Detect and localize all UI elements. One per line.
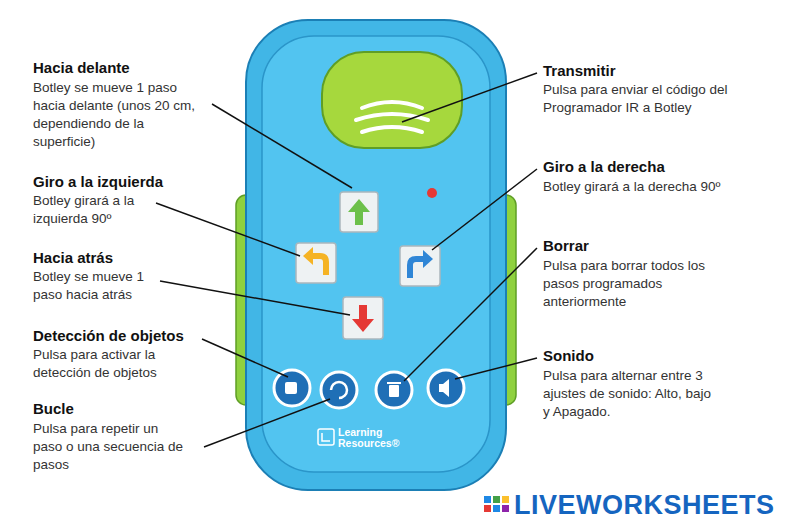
loop-icon bbox=[331, 382, 347, 398]
watermark-icon bbox=[484, 505, 491, 512]
leader-line bbox=[432, 169, 537, 250]
callout-text: Pulsa para borrar todos los pasos progra… bbox=[543, 257, 711, 311]
right-arrow-head bbox=[423, 250, 433, 268]
callout-text: Pulsa para activar la detección de objet… bbox=[33, 346, 193, 382]
back-button bbox=[343, 297, 383, 339]
callout-heading: Borrar bbox=[543, 237, 589, 255]
sound-button bbox=[428, 370, 464, 406]
callout-heading: Giro a la derecha bbox=[543, 158, 665, 176]
callout-text: Botley girará a la derecha 90º bbox=[543, 178, 783, 196]
watermark: LIVEWORKSHEETS bbox=[514, 490, 775, 520]
led bbox=[427, 188, 437, 198]
callout-text: Botley se mueve 1 paso hacia atrás bbox=[33, 268, 165, 304]
callout-heading: Hacia delante bbox=[33, 59, 130, 77]
leader-line bbox=[212, 104, 352, 188]
callout-heading: Sonido bbox=[543, 347, 594, 365]
forward-arrow bbox=[348, 199, 370, 225]
right-arrow bbox=[410, 259, 424, 278]
transmit-button bbox=[322, 52, 462, 148]
object-detection-button bbox=[274, 370, 310, 406]
callout-text: Pulsa para alternar entre 3 ajustes de s… bbox=[543, 367, 718, 421]
trash-icon bbox=[389, 385, 399, 397]
watermark-icon bbox=[484, 496, 491, 503]
loop-button bbox=[321, 372, 357, 408]
callout-text: Botley se mueve 1 paso hacia delante (un… bbox=[33, 79, 201, 151]
leader-line bbox=[404, 248, 537, 381]
leader-line bbox=[455, 358, 537, 379]
callout-heading: Hacia atrás bbox=[33, 249, 113, 267]
leader-line bbox=[402, 73, 537, 122]
callout-heading: Transmitir bbox=[543, 62, 616, 80]
logo-mark bbox=[322, 433, 330, 441]
left-arrow bbox=[312, 256, 326, 275]
callout-text: Botley girará a la izquierda 90º bbox=[33, 192, 173, 228]
left-button bbox=[296, 243, 336, 283]
left-arrow-head bbox=[303, 247, 313, 265]
signal-arc bbox=[362, 102, 422, 108]
speaker-icon bbox=[439, 379, 449, 397]
watermark-icon bbox=[493, 496, 500, 503]
leader-line bbox=[160, 281, 350, 315]
callout-text: Pulsa para enviar el código del Programa… bbox=[543, 81, 753, 117]
logo-mark bbox=[318, 429, 334, 445]
forward-button bbox=[340, 192, 378, 232]
watermark-icon bbox=[502, 505, 509, 512]
leader-line bbox=[202, 339, 288, 377]
detection-icon bbox=[285, 382, 297, 394]
leader-line bbox=[204, 399, 330, 447]
logo-text: Learning Resources® bbox=[338, 427, 410, 449]
watermark-icon bbox=[502, 496, 509, 503]
callout-heading: Giro a la izquierda bbox=[33, 173, 163, 191]
watermark-icon bbox=[493, 505, 500, 512]
signal-arc bbox=[362, 127, 422, 132]
leader-line bbox=[156, 203, 300, 256]
back-arrow bbox=[352, 305, 374, 332]
callout-heading: Detección de objetos bbox=[33, 327, 184, 345]
trash-lid bbox=[387, 382, 401, 384]
right-button bbox=[400, 246, 440, 286]
callout-heading: Bucle bbox=[33, 400, 74, 418]
remote-body bbox=[246, 20, 506, 490]
callout-text: Pulsa para repetir un paso o una secuenc… bbox=[33, 420, 185, 474]
